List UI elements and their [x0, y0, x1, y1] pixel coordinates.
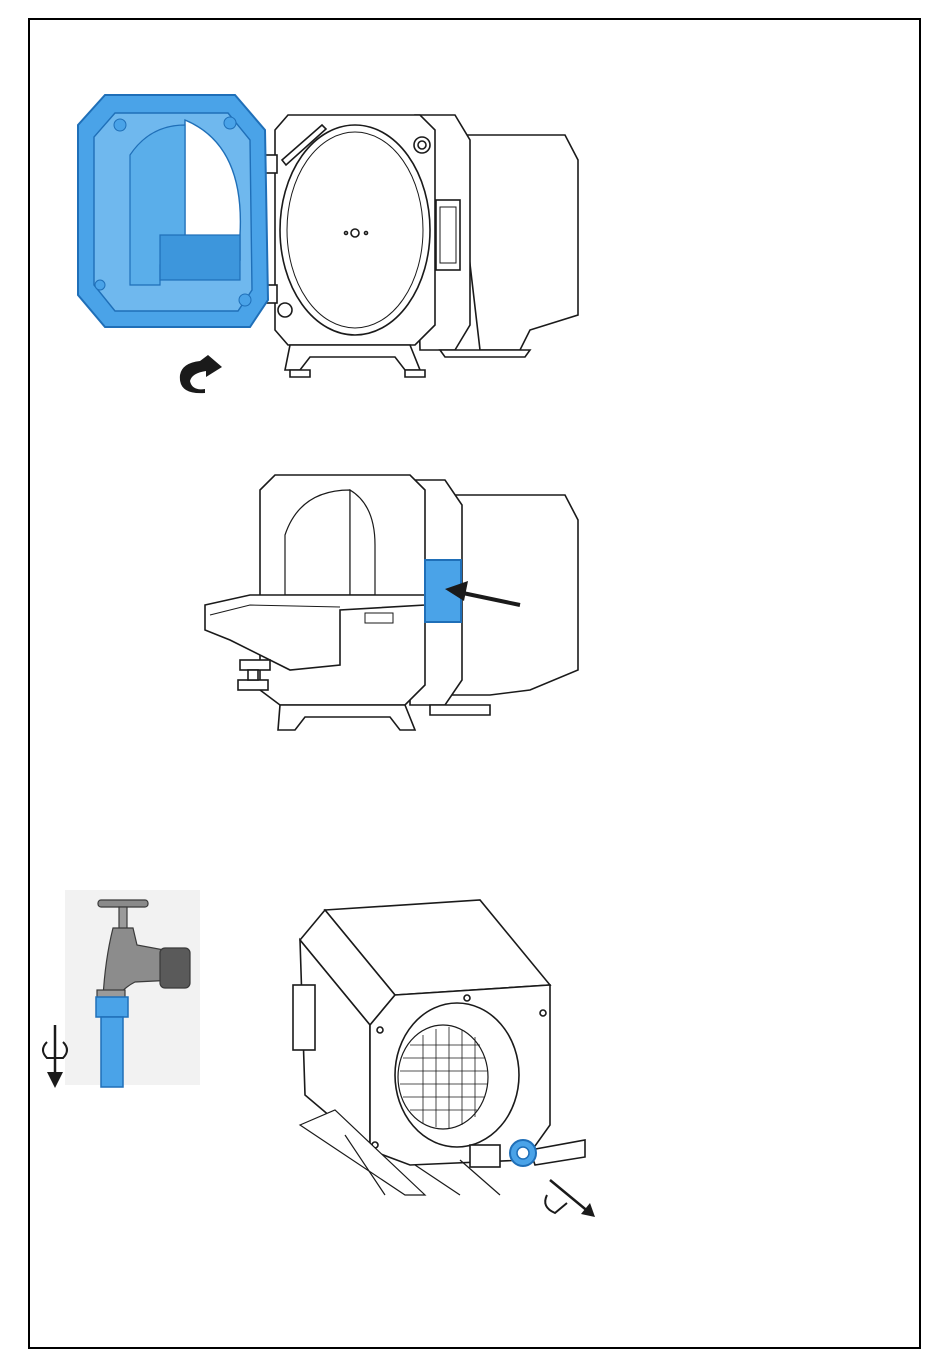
blue-hose [96, 997, 128, 1087]
rear-connection-drawing [285, 895, 600, 1225]
blue-lid [78, 95, 268, 327]
insert-filter-drawing [190, 465, 590, 755]
figure-insert-filter [190, 465, 590, 755]
unscrew-down-arrow-icon [43, 1025, 67, 1088]
water-tap-drawing [35, 890, 200, 1095]
rotate-open-arrow-icon [180, 355, 222, 393]
figure-water-tap [35, 890, 200, 1095]
blue-connector [510, 1140, 536, 1166]
machine-housing [265, 115, 578, 377]
unscrew-diagonal-arrow-icon [545, 1180, 595, 1217]
open-lid-drawing [60, 85, 600, 405]
figure-open-lid [60, 85, 600, 405]
figure-rear-connection [285, 895, 600, 1225]
